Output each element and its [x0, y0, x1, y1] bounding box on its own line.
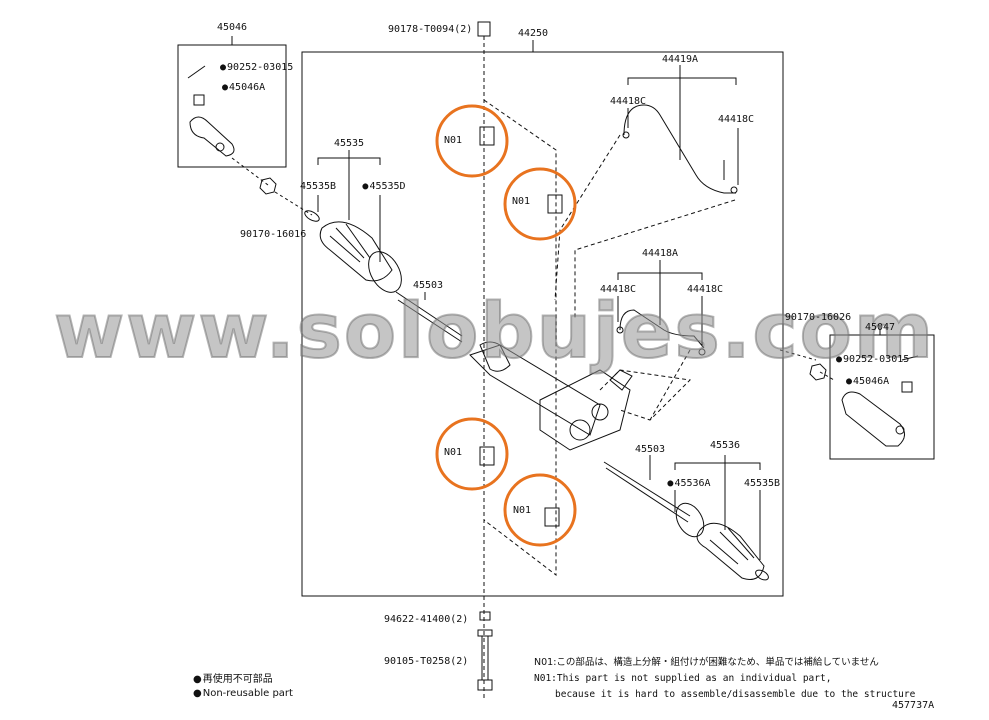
label-45536: 45536	[709, 440, 741, 451]
label-45046: 45046	[216, 22, 248, 33]
highlight-circle-n01-b	[503, 167, 577, 241]
label-90170-16026: 90170-16026	[784, 312, 852, 323]
watermark: www.solobujes.com	[53, 285, 936, 376]
main-assembly-frame	[301, 51, 784, 597]
label-45536a: 45536A	[667, 478, 710, 490]
label-n01-c: N01	[444, 447, 463, 458]
label-44418c-lower-right: 44418C	[686, 284, 724, 295]
label-44418a: 44418A	[641, 248, 679, 259]
highlight-circle-n01-d	[503, 473, 577, 547]
label-45535: 45535	[333, 138, 365, 149]
label-90105-t0258: 90105-T0258(2)	[384, 656, 469, 667]
label-45503-right: 45503	[634, 444, 666, 455]
label-45503-left: 45503	[412, 280, 444, 291]
label-45535d: 45535D	[362, 181, 405, 193]
diagram-id: 457737A	[892, 700, 935, 711]
label-45535b-left: 45535B	[299, 181, 337, 192]
label-90252-03015-right: 90252-03015	[836, 354, 909, 366]
note-jp: N01:この部品は、構造上分解・組付けが困難なため、単品では補給していません	[534, 657, 879, 668]
highlight-circle-n01-a	[435, 104, 509, 178]
label-44419a: 44419A	[661, 54, 699, 65]
label-90252-03015-left: 90252-03015	[220, 62, 293, 74]
label-94622-41400: 94622-41400(2)	[384, 614, 469, 625]
legend-jp: 再使用不可部品	[193, 674, 273, 686]
label-45535b-right: 45535B	[743, 478, 781, 489]
label-90178-t0094: 90178-T0094(2)	[388, 24, 473, 35]
label-45047: 45047	[864, 322, 896, 333]
highlight-circle-n01-c	[435, 417, 509, 491]
label-44418c-lower-left: 44418C	[599, 284, 637, 295]
label-45046a-right: 45046A	[846, 376, 889, 388]
label-45046a-left: 45046A	[222, 82, 265, 94]
right-tie-rod-end-box	[829, 334, 935, 460]
legend-en: Non-reusable part	[193, 688, 293, 700]
label-n01-a: N01	[444, 135, 463, 146]
label-44250: 44250	[517, 28, 549, 39]
label-44418c-upper-right: 44418C	[717, 114, 755, 125]
note-en-line2: because it is hard to assemble/disassemb…	[555, 689, 916, 700]
label-90170-16016: 90170-16016	[240, 229, 307, 240]
label-n01-d: N01	[513, 505, 532, 516]
label-44418c-upper-left: 44418C	[609, 96, 647, 107]
note-en-line1: N01:This part is not supplied as an indi…	[534, 673, 832, 684]
label-n01-b: N01	[512, 196, 531, 207]
